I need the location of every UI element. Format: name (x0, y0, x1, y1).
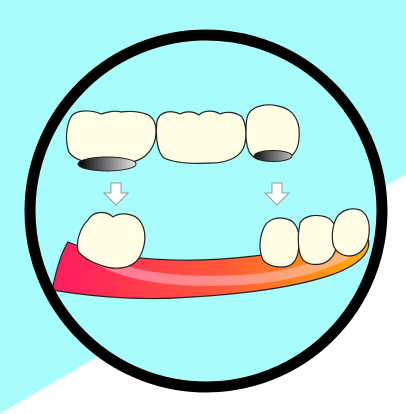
left-abutment-tooth (77, 212, 144, 268)
right-molar-2 (332, 209, 369, 256)
right-abutment-tooth (260, 218, 299, 267)
right-crown-cavity (254, 151, 292, 162)
right-molar-1 (298, 215, 337, 264)
left-crown-cavity (78, 157, 136, 171)
bridge-pontic (156, 111, 246, 163)
bridge-crown-left (67, 111, 156, 164)
